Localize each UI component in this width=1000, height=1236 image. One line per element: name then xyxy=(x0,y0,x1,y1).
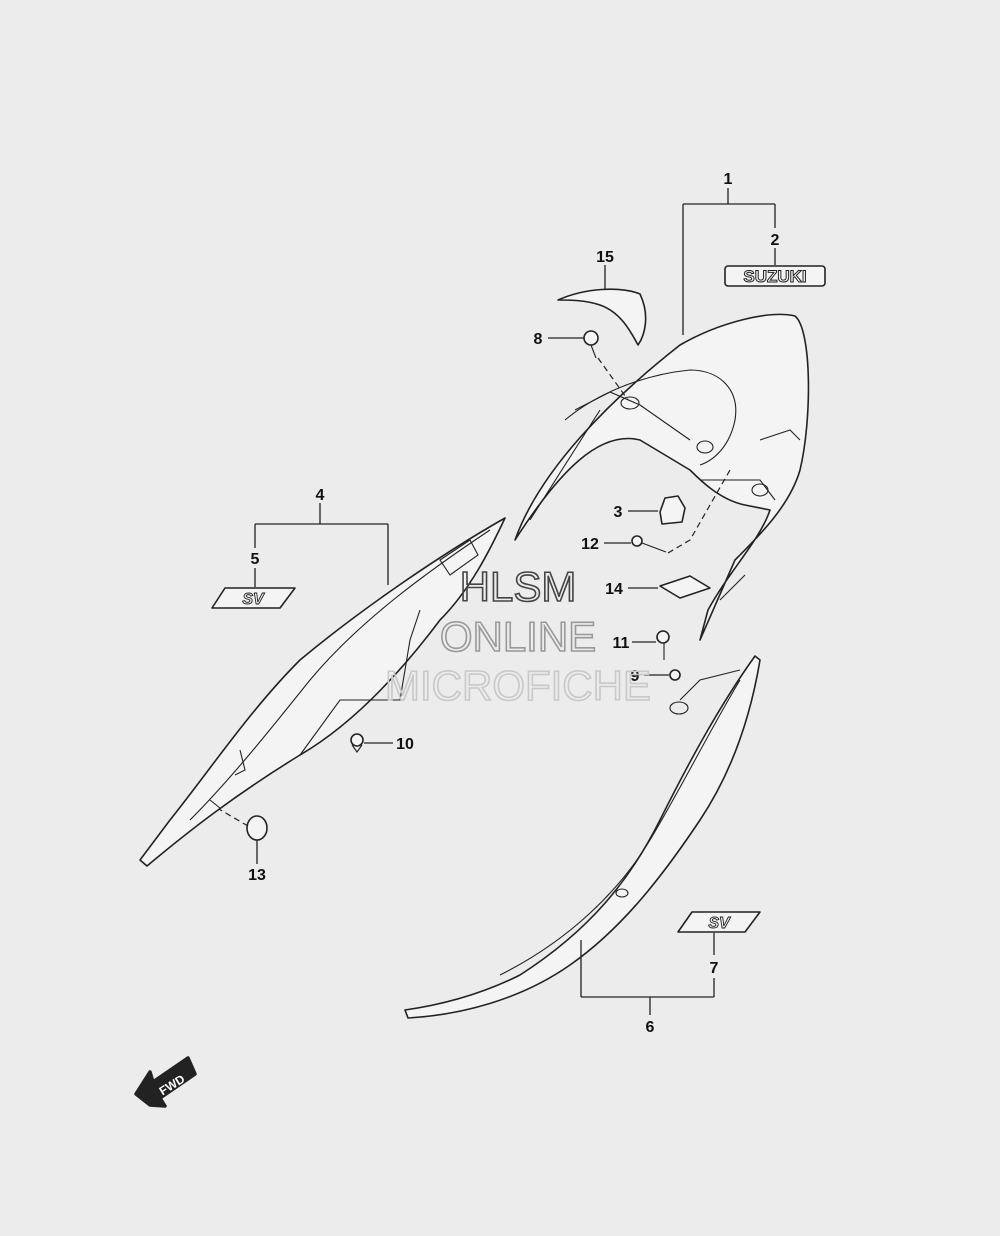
bolt-part-8 xyxy=(583,330,599,359)
seat-pad-part-15 xyxy=(557,288,647,346)
callout-9: 9 xyxy=(631,668,640,685)
callout-12: 12 xyxy=(581,536,599,553)
callout-14: 14 xyxy=(605,581,623,598)
callout-labels: 1 2 3 4 5 6 7 8 9 10 11 12 13 14 15 xyxy=(248,171,779,1036)
cushion-part-3 xyxy=(659,495,686,525)
callout-10: 10 xyxy=(396,736,414,753)
fwd-arrow-icon: FWD xyxy=(134,1056,197,1108)
sv-emblem-part-7: SV xyxy=(677,911,761,933)
callout-2: 2 xyxy=(771,232,780,249)
sv-emblem-text-right: SV xyxy=(708,915,731,932)
clip-part-10 xyxy=(350,733,364,753)
watermark: HLSM ONLINE MICROFICHE xyxy=(384,562,652,710)
callout-7: 7 xyxy=(710,960,719,977)
watermark-line-2: ONLINE xyxy=(440,613,596,660)
watermark-line-1: HLSM xyxy=(460,563,577,610)
cap-part-13 xyxy=(246,815,268,841)
callout-1: 1 xyxy=(724,171,733,188)
tail-cowl xyxy=(514,313,810,641)
callout-3: 3 xyxy=(614,504,623,521)
callout-11: 11 xyxy=(613,635,630,652)
callout-8: 8 xyxy=(534,331,543,348)
pad-part-14 xyxy=(659,575,711,599)
bolt-part-11 xyxy=(656,630,670,660)
leader-lines xyxy=(254,188,776,1015)
screw-part-12 xyxy=(631,535,667,553)
callout-5: 5 xyxy=(251,551,260,568)
suzuki-emblem-text: SUZUKI xyxy=(743,267,806,286)
callout-6: 6 xyxy=(646,1019,655,1036)
callout-13: 13 xyxy=(248,867,266,884)
right-frame-cover xyxy=(404,655,761,1019)
suzuki-emblem-part-2: SUZUKI xyxy=(724,265,826,287)
sv-emblem-text-left: SV xyxy=(242,591,265,608)
callout-4: 4 xyxy=(316,487,325,504)
nut-part-9 xyxy=(669,669,681,681)
watermark-line-3: MICROFICHE xyxy=(385,662,651,709)
sv-emblem-part-5: SV xyxy=(211,587,296,609)
left-frame-cover xyxy=(139,517,506,867)
callout-15: 15 xyxy=(596,249,614,266)
